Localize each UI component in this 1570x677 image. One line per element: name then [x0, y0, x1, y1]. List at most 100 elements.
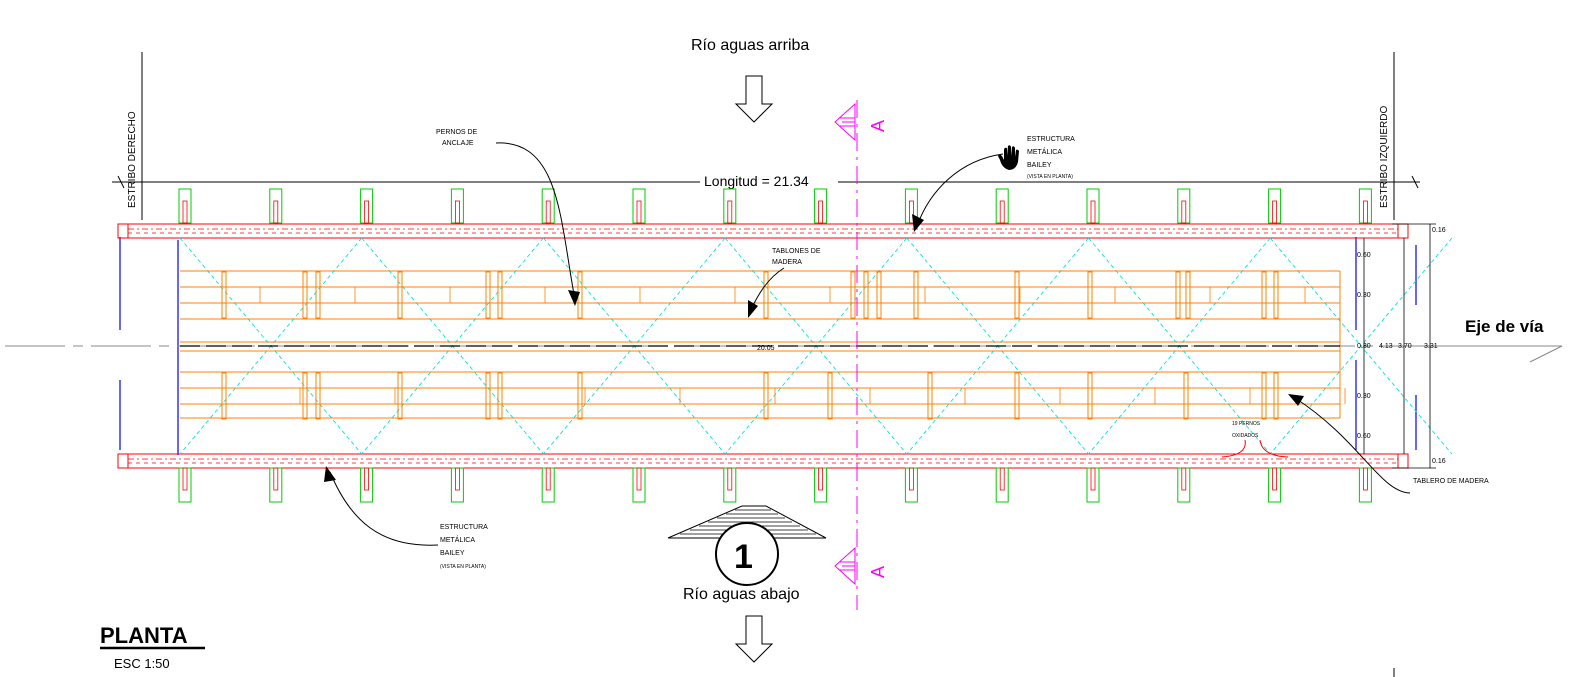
plank-clamp	[497, 372, 503, 420]
dim-bottom-edge: 0.16	[1432, 458, 1446, 465]
plank-clamp	[850, 271, 856, 319]
post-bolt-bottom	[999, 467, 1005, 491]
plank-clamp	[927, 372, 933, 420]
plank-clamp	[315, 372, 321, 420]
post-bolt-top	[454, 200, 460, 224]
post-bolt-bottom	[818, 467, 823, 491]
dim-2: 0.30	[1357, 292, 1371, 299]
post-bottom	[1358, 467, 1372, 503]
post-top	[541, 188, 555, 224]
plank-clamp	[1014, 372, 1020, 420]
rusted-bolts-label-1: 19 PERNOS	[1232, 421, 1261, 427]
post-top	[269, 188, 283, 224]
plank-clamp	[1261, 372, 1267, 420]
bailey-top-label-3: BAILEY	[1027, 162, 1052, 169]
anchor-bolts-leader	[495, 142, 576, 301]
post-bottom	[814, 467, 828, 503]
post-bolt-top	[1272, 200, 1277, 224]
rusted-bolts-label-2: OXIDADOS	[1232, 433, 1259, 439]
length-label: Longitud = 21.34	[704, 173, 809, 189]
top-truss	[117, 223, 1409, 239]
plank-clamp	[397, 271, 403, 319]
anchor-bolts-label-1: PERNOS DE	[436, 129, 478, 136]
post-bottom	[723, 467, 737, 503]
wood-planks	[180, 270, 1346, 420]
inner-span-label: 20.05	[757, 345, 775, 352]
post-bolt-top	[545, 200, 551, 224]
planks-label-2: MADERA	[772, 259, 802, 266]
post-bolt-top	[636, 200, 642, 224]
post-bolt-bottom	[1363, 467, 1368, 491]
right-abutment-label: ESTRIBO DERECHO	[127, 111, 138, 208]
plank-clamp	[1185, 271, 1191, 319]
post-top	[1358, 188, 1372, 224]
scale-label: ESC 1:50	[114, 656, 170, 671]
plank-clamp	[863, 271, 869, 319]
plank-clamp	[876, 271, 882, 319]
post-bolt-bottom	[1090, 467, 1096, 491]
bailey-bottom-leader	[329, 471, 439, 546]
plank-clamp	[485, 372, 491, 420]
post-bolt-bottom	[1181, 467, 1187, 491]
post-top	[632, 188, 646, 224]
post-top	[178, 188, 192, 224]
dim-6: 0.60	[1357, 433, 1371, 440]
hand-cursor-icon	[998, 145, 1019, 170]
planks-label-1: TABLONES DE	[772, 248, 821, 255]
plank-clamp	[1273, 271, 1279, 319]
post-bolt-top	[909, 200, 914, 224]
post-bolt-top	[1363, 200, 1368, 224]
bailey-top-label-4: (VISTA EN PLANTA)	[1027, 174, 1073, 180]
axis-arrow	[1440, 345, 1563, 363]
plank-clamp	[397, 372, 403, 420]
post-bolt-bottom	[909, 467, 914, 491]
post-bottom	[450, 467, 464, 503]
post-bottom	[1177, 467, 1191, 503]
plank-clamp	[1273, 372, 1279, 420]
post-top	[1177, 188, 1191, 224]
dim-3: 0.30	[1357, 343, 1371, 350]
plank-clamp	[1183, 372, 1189, 420]
truss-posts	[178, 188, 1372, 503]
post-bolt-bottom	[182, 467, 188, 491]
bottom-truss	[117, 453, 1409, 469]
post-top	[450, 188, 464, 224]
plank-clamp	[1014, 271, 1020, 319]
plank-clamp	[221, 271, 227, 319]
dim-total-c: 3.31	[1424, 343, 1438, 350]
upstream-label: Río aguas arriba	[691, 37, 809, 54]
road-axis-label: Eje de vía	[1465, 317, 1544, 336]
dim-1: 0.60	[1357, 252, 1371, 259]
post-bottom	[632, 467, 646, 503]
post-bolt-bottom	[364, 467, 370, 491]
post-bottom	[1086, 467, 1100, 503]
post-bolt-bottom	[545, 467, 551, 491]
post-bottom	[360, 467, 374, 503]
plank-clamp	[763, 271, 769, 319]
post-bolt-top	[999, 200, 1005, 224]
plank-clamp	[302, 271, 308, 319]
bailey-bottom-label-3: BAILEY	[440, 550, 465, 557]
right-dimension-chain	[1363, 223, 1436, 469]
plank-clamp	[1175, 271, 1181, 319]
detail-marker	[667, 505, 827, 586]
abutment-lines	[119, 237, 1417, 455]
arrow-down-icon	[734, 615, 774, 663]
bailey-top-leader	[916, 153, 1004, 227]
post-bolt-bottom	[636, 467, 642, 491]
anchor-bolts-label-2: ANCLAJE	[442, 140, 474, 147]
plank-clamp	[302, 372, 308, 420]
post-top	[995, 188, 1009, 224]
plank-clamp	[1087, 372, 1093, 420]
plank-clamp	[913, 271, 919, 319]
post-top	[1268, 188, 1282, 224]
post-bolt-top	[1181, 200, 1187, 224]
plank-clamp	[577, 372, 583, 420]
post-bottom	[995, 467, 1009, 503]
deck-leader	[1294, 397, 1411, 494]
brace	[1269, 237, 1453, 455]
deck-label: TABLERO DE MADERA	[1413, 478, 1489, 485]
post-bolt-bottom	[273, 467, 279, 491]
bailey-bottom-label-4: (VISTA EN PLANTA)	[440, 564, 486, 570]
post-top	[723, 188, 737, 224]
